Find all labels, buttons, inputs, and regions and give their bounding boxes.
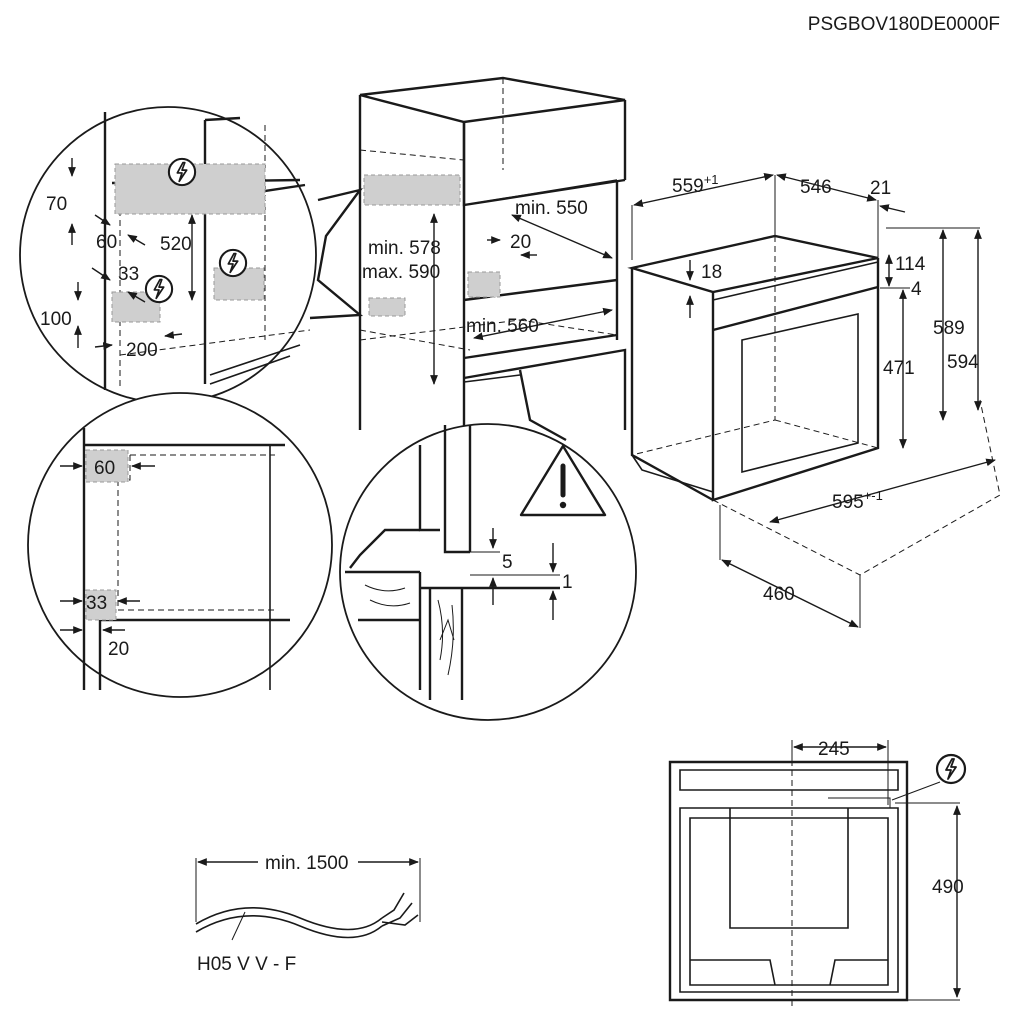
detail-left-60-label: 60 [94, 458, 115, 479]
detail-circle-left [27, 392, 333, 698]
electric-connection-icon [218, 248, 248, 278]
height-114-label: 114 [895, 254, 926, 275]
detail-top-60-label: 60 [96, 232, 117, 253]
detail-top-520-label: 520 [160, 234, 192, 255]
width-559-label: 559+1 [672, 172, 719, 197]
height-4-label: 4 [911, 279, 922, 300]
detail-left-20-label: 20 [108, 639, 129, 660]
cabinet-drawing [358, 76, 627, 430]
electric-connection-icon [935, 753, 967, 785]
detail-top-70-label: 70 [46, 194, 67, 215]
detail-left-outline [27, 392, 333, 698]
height-471-label: 471 [883, 358, 915, 379]
height-594-label: 594 [947, 352, 979, 373]
detail-circle-top [19, 106, 364, 404]
min-560-label: min. 560 [466, 316, 539, 337]
detail-top-100-label: 100 [40, 309, 72, 330]
max-590-label: max. 590 [362, 262, 440, 283]
height-18-label: 18 [701, 262, 722, 283]
cable-length-label: min. 1500 [265, 853, 348, 874]
detail-top-33-label: 33 [118, 264, 139, 285]
warning-triangle-icon [519, 444, 607, 517]
detail-circle-bottom [339, 369, 637, 721]
detail-left-33-label: 33 [86, 593, 107, 614]
oven-drawing [627, 173, 1001, 628]
rear-490-label: 490 [932, 877, 964, 898]
gap-20-label: 20 [510, 232, 531, 253]
cable-drawing [195, 858, 421, 941]
rear-view-drawing [668, 740, 967, 1010]
detail-bottom-1-label: 1 [562, 572, 573, 593]
electric-connection-icon [144, 274, 174, 304]
min-578-label: min. 578 [368, 238, 441, 259]
rear-245-label: 245 [818, 739, 850, 760]
cable-type-label: H05 V V - F [197, 954, 296, 975]
detail-top-200-label: 200 [126, 340, 158, 361]
detail-top-outline [19, 106, 317, 404]
electric-connection-icon [167, 157, 197, 187]
depth-460-label: 460 [763, 584, 795, 605]
width-546-label: 546 [800, 177, 832, 198]
detail-bottom-5-label: 5 [502, 552, 513, 573]
min-550-label: min. 550 [515, 198, 588, 219]
width-21-label: 21 [870, 178, 891, 199]
model-code: PSGBOV180DE0000F [808, 14, 1000, 35]
width-595-label: 595+-1 [832, 488, 883, 513]
height-589-label: 589 [933, 318, 965, 339]
